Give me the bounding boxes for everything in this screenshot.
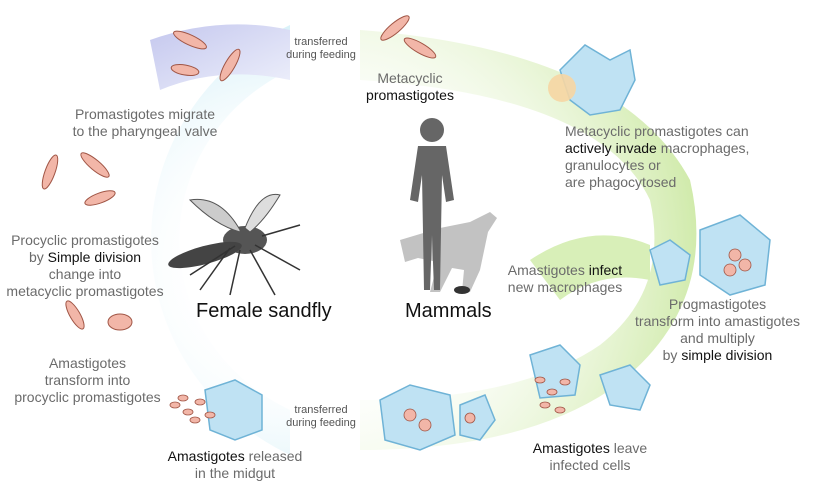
migrate-line1: Promastigotes migrate xyxy=(74,106,216,122)
invade-line3: granulocytes or xyxy=(565,157,661,173)
label-mammals: Mammals xyxy=(405,300,492,322)
label-transform: Amastigotes transform into procyclic pro… xyxy=(0,355,175,406)
label-leave: Amastigotes leave infected cells xyxy=(510,440,670,474)
infect-keyword: infect xyxy=(588,262,623,278)
label-infect: Amastigotes infect new macrophages xyxy=(500,262,630,296)
invade-rest: macrophages, xyxy=(656,140,750,156)
invade-line2: actively invade macrophages, xyxy=(565,140,795,157)
macrophages xyxy=(204,44,771,451)
transform-line3: procyclic promastigotes xyxy=(14,389,161,405)
mammal-cycle-band xyxy=(360,30,697,450)
leave-line2: infected cells xyxy=(549,457,631,473)
label-metacyclic: Metacyclic promastigotes xyxy=(350,70,470,104)
label-released: Amastigotes released in the midgut xyxy=(150,448,320,482)
mammal-inner-band xyxy=(530,235,650,300)
invade-line4: are phagocytosed xyxy=(565,174,677,190)
transfer-label-bottom: transferred during feeding xyxy=(276,404,366,430)
sandfly-cycle-band xyxy=(151,25,290,455)
released-line2: in the midgut xyxy=(194,465,276,481)
amastigotes xyxy=(169,248,752,432)
label-invade: Metacyclic promastigotes can actively in… xyxy=(565,123,795,191)
transform-line1: Amastigotes xyxy=(48,355,127,371)
prog-by: by xyxy=(662,347,682,363)
leave-verb: leave xyxy=(609,440,648,456)
procyclic-line1: Procyclic promastigotes xyxy=(11,232,159,248)
transfer-label-top: transferred during feeding xyxy=(276,36,366,62)
prog-line4: by simple division xyxy=(620,347,815,364)
procyclic-by: by xyxy=(28,249,48,265)
migrate-line2: to the pharyngeal valve xyxy=(72,123,218,139)
label-procyclic: Procyclic promastigotes by Simple divisi… xyxy=(0,232,170,300)
released-subject: Amastigotes xyxy=(167,448,245,464)
procyclic-keyword: Simple division xyxy=(47,249,142,265)
leave-subject: Amastigotes xyxy=(532,440,610,456)
released-verb: released xyxy=(244,448,303,464)
invade-line1: Metacyclic promastigotes can xyxy=(565,123,749,139)
infect-line1: Amastigotes infect xyxy=(500,262,630,279)
mammal-silhouettes xyxy=(400,118,497,294)
transfer-bottom-line1: transferred xyxy=(294,404,348,416)
metacyclic-line1: Metacyclic xyxy=(377,70,443,86)
procyclic-line2: by Simple division xyxy=(0,249,170,266)
transfer-top-line1: transferred xyxy=(294,36,348,48)
label-progmastigotes: Progmastigotes transform into amastigote… xyxy=(620,296,815,364)
label-female-sandfly: Female sandfly xyxy=(196,300,332,322)
transfer-bottom-line2: during feeding xyxy=(286,417,356,429)
procyclic-line3: change into xyxy=(48,266,122,282)
metacyclic-line2: promastigotes xyxy=(366,87,454,103)
prog-keyword: simple division xyxy=(681,347,773,363)
invade-keyword: actively invade xyxy=(565,140,657,156)
released-line1: Amastigotes released xyxy=(150,448,320,465)
transfer-top-line2: during feeding xyxy=(286,49,356,61)
infect-line2: new macrophages xyxy=(507,279,623,295)
parasites xyxy=(41,15,437,331)
sandfly-illustration xyxy=(168,193,301,296)
label-migrate: Promastigotes migrate to the pharyngeal … xyxy=(45,106,245,140)
prog-line2: transform into amastigotes xyxy=(635,313,800,329)
procyclic-line4: metacyclic promastigotes xyxy=(6,283,164,299)
prog-line1: Progmastigotes xyxy=(668,296,767,312)
prog-line3: and multiply xyxy=(680,330,755,346)
leave-line1: Amastigotes leave xyxy=(510,440,670,457)
transform-line2: transform into xyxy=(44,372,131,388)
infect-subject: Amastigotes xyxy=(507,262,589,278)
